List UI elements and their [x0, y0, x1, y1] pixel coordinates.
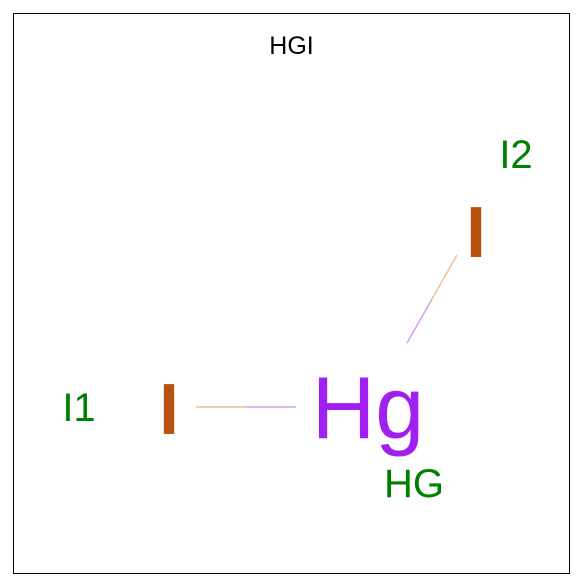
- bond-i2-hg-hg-half: [406, 298, 433, 344]
- diagram-frame: [13, 13, 570, 574]
- atom-hg-symbol: Hg: [312, 358, 425, 457]
- bond-i2-hg-i-half: [431, 254, 458, 300]
- atom-hg-label: HG: [384, 462, 444, 506]
- atom-i1-label: I1: [62, 386, 95, 430]
- atom-i1-symbol: I: [159, 370, 179, 450]
- atom-i2-label: I2: [499, 133, 532, 177]
- molecule-title: HGI: [269, 32, 314, 60]
- atom-i2-symbol: I: [466, 193, 486, 273]
